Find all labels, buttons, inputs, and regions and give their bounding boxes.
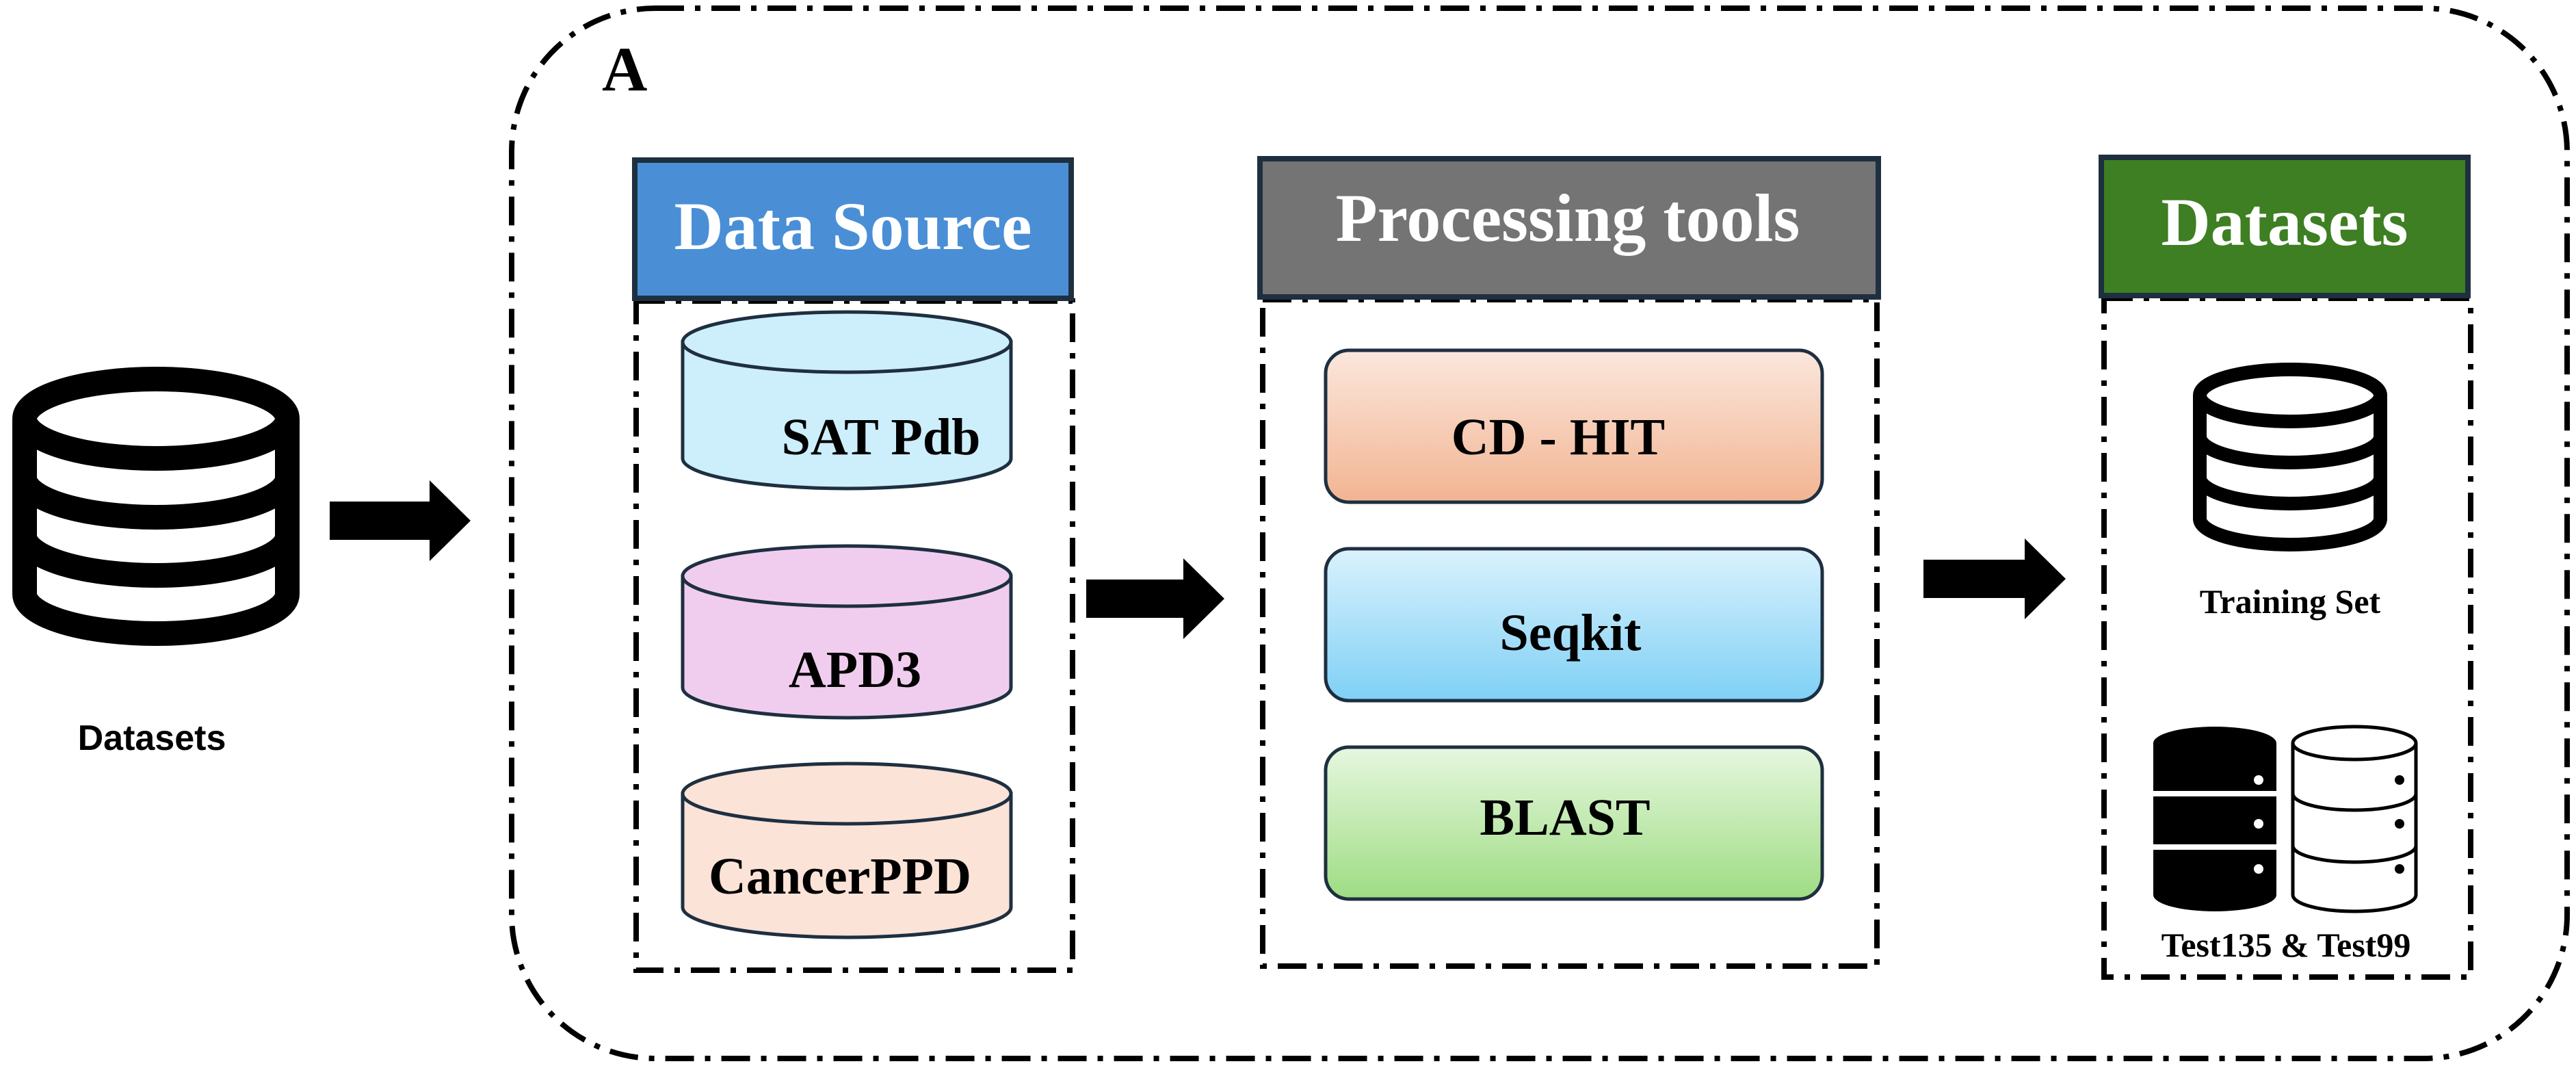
- tool-label: Seqkit: [1500, 604, 1642, 662]
- tool-blast: BLAST: [1324, 745, 1824, 901]
- arrow-right-icon: [1923, 538, 2066, 619]
- panel-a-frame: [509, 5, 2570, 1061]
- cylinder-sat-pdb: SAT Pdb: [681, 310, 1013, 491]
- tool-label: BLAST: [1480, 789, 1650, 846]
- data-source-box: [633, 298, 1075, 973]
- panel-label: A: [602, 34, 647, 104]
- cylinder-label: CancerPPD: [709, 848, 971, 905]
- cylinder-label: SAT Pdb: [782, 408, 981, 466]
- datasets-title: Datasets: [2161, 184, 2408, 260]
- data-source-header: [632, 157, 1074, 301]
- arrow-right-icon: [1086, 558, 1224, 639]
- test-set-label: Test135 & Test99: [2161, 926, 2411, 964]
- left-datasets-caption: Datasets: [78, 718, 226, 758]
- processing-tools-header: [1257, 156, 1881, 300]
- cylinder-apd3: APD3: [681, 544, 1013, 720]
- tool-cd-hit: CD - HIT: [1324, 348, 1824, 504]
- tool-seqkit: Seqkit: [1324, 547, 1824, 703]
- processing-tools-title: Processing tools: [1336, 180, 1800, 256]
- training-set-label: Training Set: [2200, 582, 2381, 621]
- cylinder-label: APD3: [789, 641, 921, 699]
- tool-label: CD - HIT: [1451, 408, 1665, 466]
- arrow-right-icon: [330, 480, 471, 561]
- test-server-white-icon: [2291, 725, 2418, 913]
- database-icon: [12, 367, 300, 646]
- datasets-header: [2099, 155, 2471, 298]
- cylinder-cancerppd: CancerPPD: [681, 762, 1013, 939]
- test-server-black-icon: [2153, 727, 2276, 911]
- training-database-icon: [2193, 363, 2387, 551]
- data-source-title: Data Source: [674, 188, 1031, 264]
